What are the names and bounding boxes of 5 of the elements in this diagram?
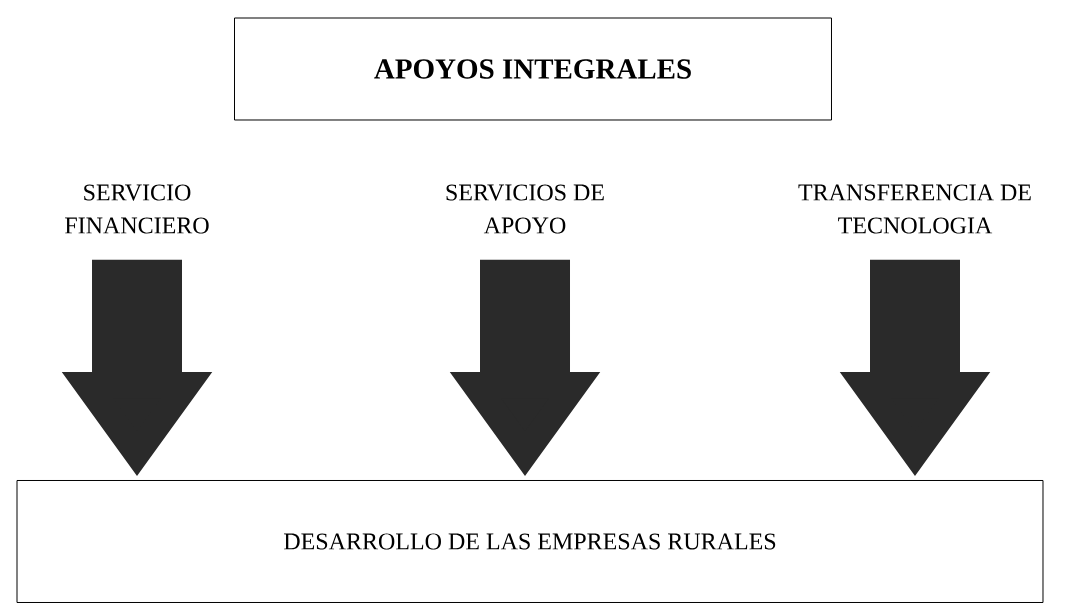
category-text: SERVICIOS DE APOYO [446,184,604,234]
title-box: APOYOS INTEGRALES [234,17,832,121]
result-box: DESARROLLO DE LAS EMPRESAS RURALES [16,480,1044,603]
category-text: SERVICIO FINANCIERO [65,184,209,234]
category-text: TRANSFERENCIA DE TECNOLOGIA [798,184,1031,234]
